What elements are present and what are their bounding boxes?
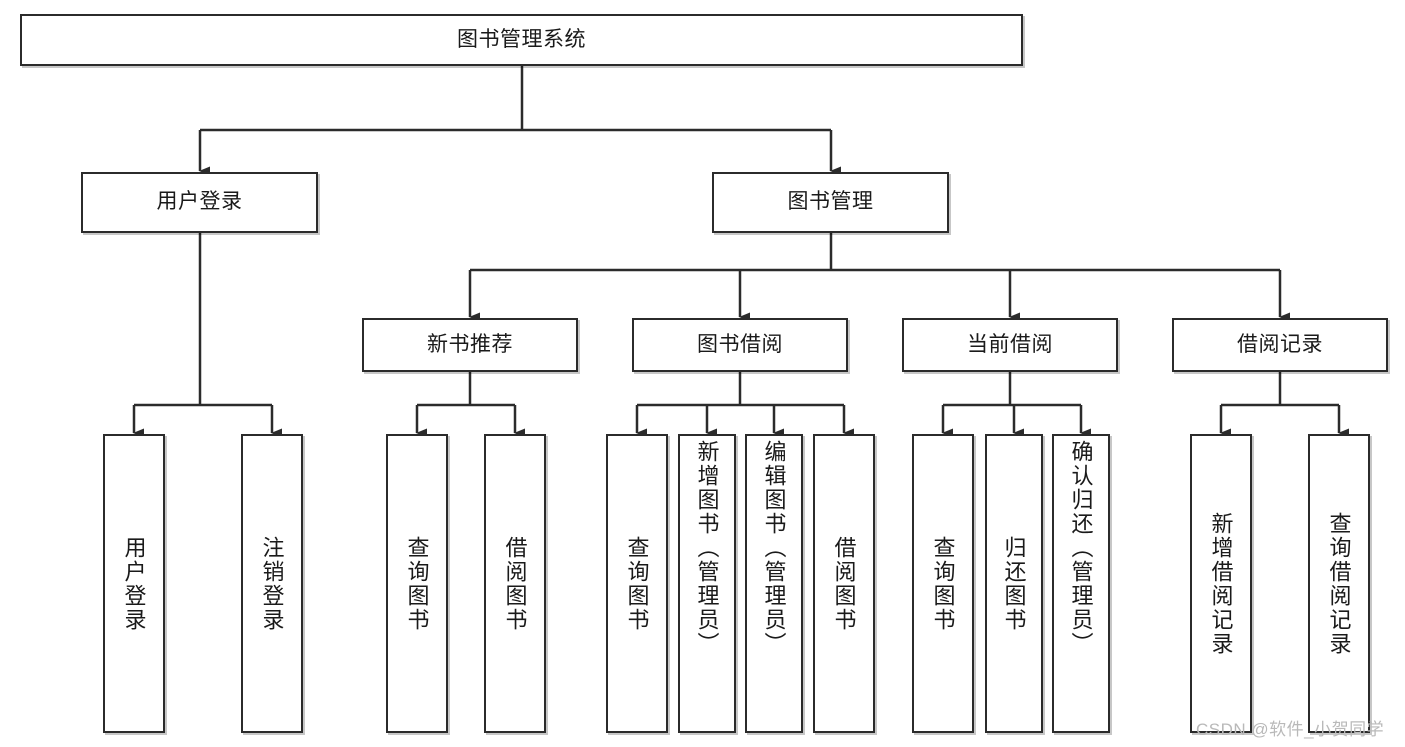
node-l2b[interactable]: 图书借阅 <box>632 318 848 372</box>
node-label: 新增图书（管理员） <box>694 440 720 656</box>
node-c3[interactable]: 确认归还（管理员） <box>1052 434 1110 733</box>
node-label: 图书借阅 <box>697 332 783 356</box>
node-r2[interactable]: 查询借阅记录 <box>1308 434 1370 733</box>
node-l2a[interactable]: 新书推荐 <box>362 318 578 372</box>
node-u1[interactable]: 用户登录 <box>103 434 165 733</box>
node-label: 新增借阅记录 <box>1208 511 1234 656</box>
node-b4[interactable]: 借阅图书 <box>813 434 875 733</box>
node-b1[interactable]: 查询图书 <box>606 434 668 733</box>
connector-lines <box>132 66 1349 438</box>
csdn-watermark: CSDN @软件_小贺同学 <box>1196 720 1385 739</box>
node-b2[interactable]: 新增图书（管理员） <box>678 434 736 733</box>
node-l2d[interactable]: 借阅记录 <box>1172 318 1388 372</box>
node-label: 查询借阅记录 <box>1326 511 1352 656</box>
node-label: 图书管理系统 <box>457 27 586 51</box>
node-root[interactable]: 图书管理系统 <box>20 14 1023 66</box>
node-label: 图书管理 <box>787 190 874 214</box>
node-label: 确认归还（管理员） <box>1068 440 1094 656</box>
node-label: 借阅图书 <box>831 535 857 632</box>
node-label: 查询图书 <box>624 535 650 632</box>
node-c1[interactable]: 查询图书 <box>912 434 974 733</box>
node-label: 借阅图书 <box>502 535 528 632</box>
node-l1a[interactable]: 用户登录 <box>81 172 318 233</box>
node-u2[interactable]: 注销登录 <box>241 434 303 733</box>
node-label: 归还图书 <box>1001 535 1027 632</box>
node-l1b[interactable]: 图书管理 <box>712 172 949 233</box>
node-label: 用户登录 <box>121 535 147 632</box>
node-n1[interactable]: 查询图书 <box>386 434 448 733</box>
node-r1[interactable]: 新增借阅记录 <box>1190 434 1252 733</box>
node-c2[interactable]: 归还图书 <box>985 434 1043 733</box>
node-label: 查询图书 <box>930 535 956 632</box>
node-b3[interactable]: 编辑图书（管理员） <box>745 434 803 733</box>
node-label: 借阅记录 <box>1237 332 1323 356</box>
node-label: 查询图书 <box>404 535 430 632</box>
node-label: 当前借阅 <box>967 332 1053 356</box>
node-n2[interactable]: 借阅图书 <box>484 434 546 733</box>
node-label: 新书推荐 <box>427 332 513 356</box>
node-l2c[interactable]: 当前借阅 <box>902 318 1118 372</box>
node-label: 编辑图书（管理员） <box>761 440 787 656</box>
node-label: 用户登录 <box>156 190 243 214</box>
node-label: 注销登录 <box>259 535 285 632</box>
